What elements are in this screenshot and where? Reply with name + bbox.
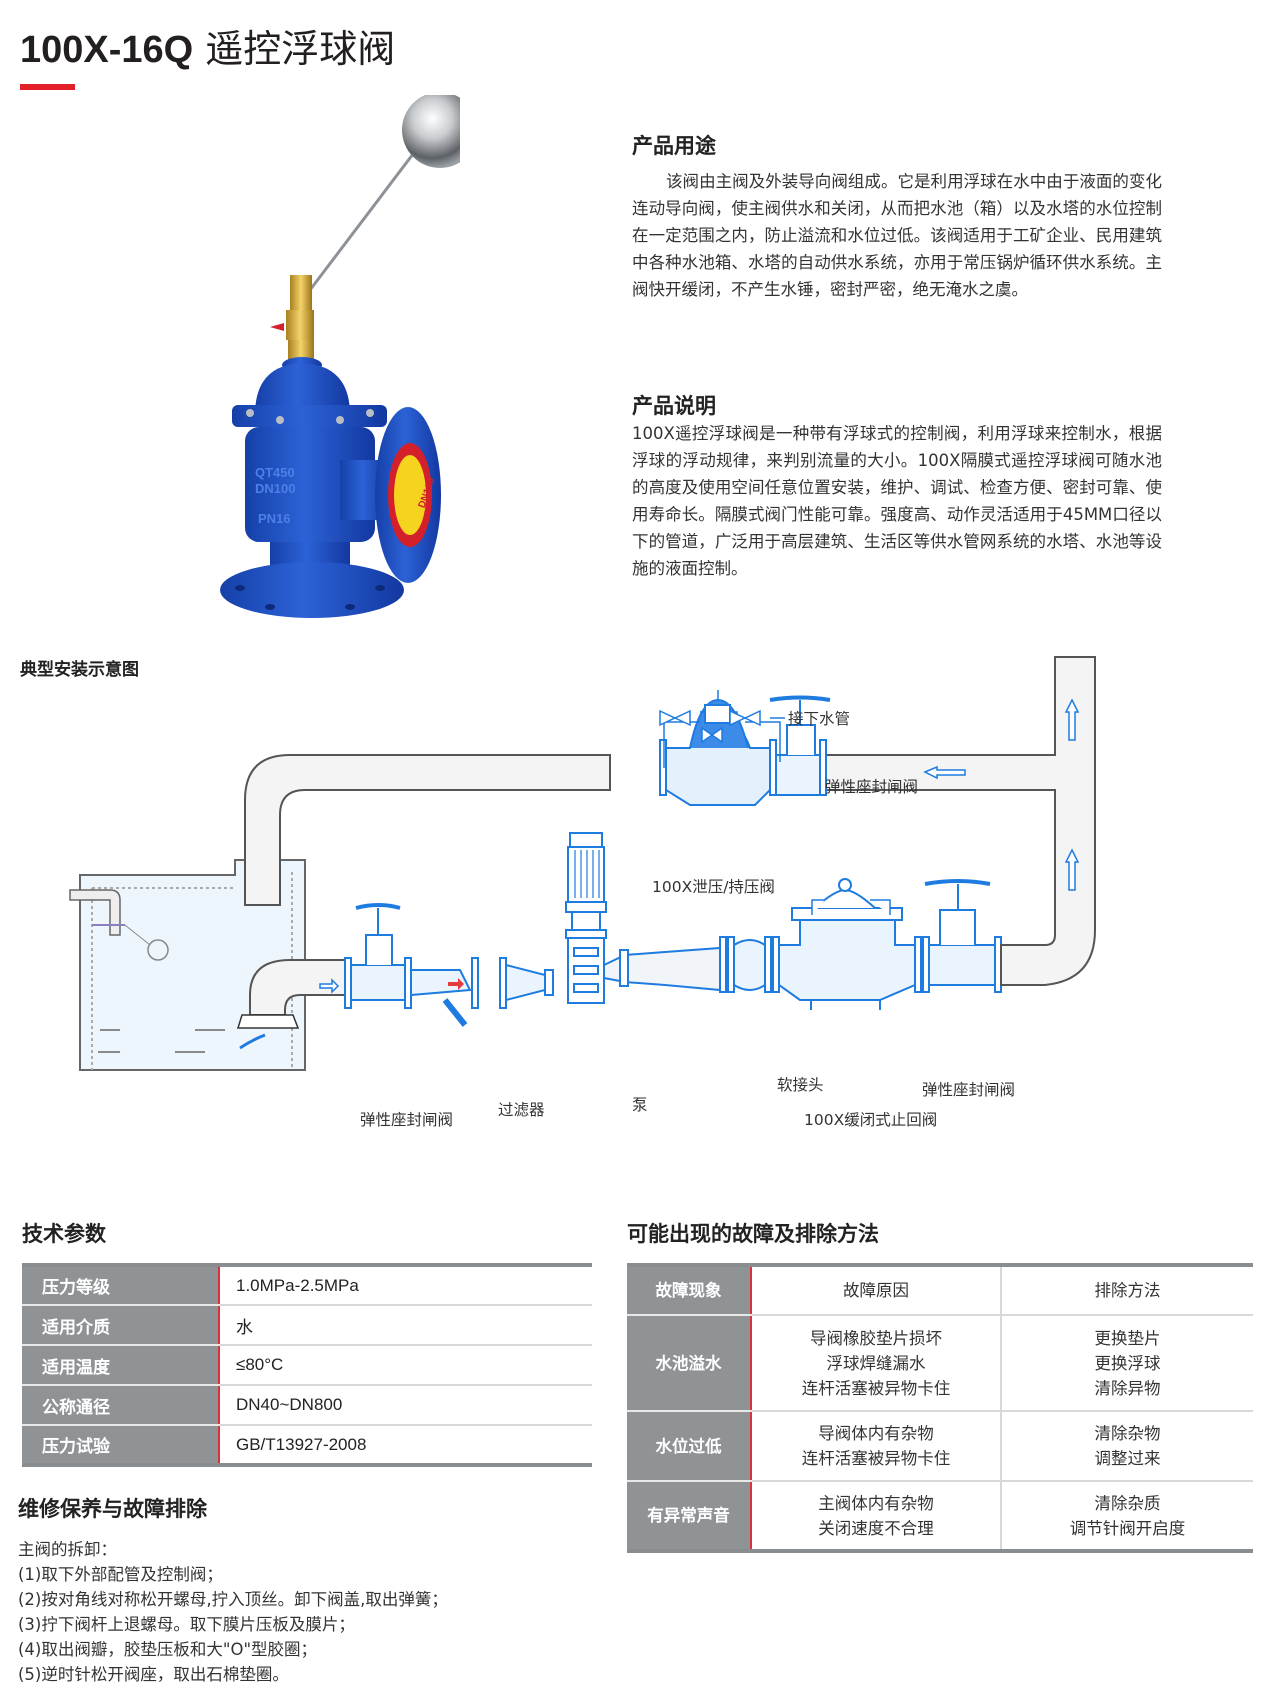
usage-text: 该阀由主阀及外装导向阀组成。它是利用浮球在水中由于液面的变化连动导向阀，使主阀供… (632, 172, 1162, 299)
fault-remedy: 调节针阀开启度 (1069, 1518, 1186, 1538)
product-photo: QT450 DN100 PN16 DN100 (220, 95, 460, 618)
maintenance-steps: 主阀的拆卸： (1)取下外部配管及控制阀； (2)按对角线对称松开螺母,拧入顶丝… (18, 1537, 448, 1687)
fault-remedy: 清除异物 (1094, 1378, 1161, 1398)
fault-cause: 关闭速度不合理 (818, 1518, 934, 1538)
fault-row: 有异常声音 主阀体内有杂物 关闭速度不合理 清除杂质 调节针阀开启度 (627, 1481, 1253, 1551)
fault-cause: 主阀体内有杂物 (818, 1493, 934, 1513)
description-text: 100X遥控浮球阀是一种带有浮球式的控制阀，利用浮球来控制水，根据浮球的浮动规律… (632, 424, 1162, 578)
label-gate-valve-top: 弹性座封闸阀 (825, 778, 919, 796)
usage-heading: 产品用途 (632, 134, 716, 158)
spec-value: 水 (219, 1305, 592, 1346)
fault-cause: 导阀橡胶垫片损坏 (810, 1328, 942, 1348)
label-pump: 泵 (632, 1096, 648, 1114)
label-gate-valve-left: 弹性座封闸阀 (360, 1111, 454, 1129)
spec-value: ≤80°C (219, 1345, 592, 1386)
fault-remedies: 更换垫片 更换浮球 清除异物 (1001, 1315, 1253, 1412)
fault-remedy: 更换垫片 (1094, 1328, 1161, 1348)
column-header-remedy: 排除方法 (1001, 1265, 1253, 1316)
fault-remedies: 清除杂物 调整过来 (1001, 1411, 1253, 1482)
title-accent-bar (20, 84, 75, 90)
maintenance-step: (4)取出阀瓣，胶垫压板和大"O"型胶圈； (18, 1640, 318, 1659)
label-check-valve: 100X缓闭式止回阀 (804, 1111, 938, 1129)
diagram-caption: 典型安装示意图 (20, 660, 139, 680)
column-header-cause: 故障原因 (751, 1265, 1002, 1316)
fault-symptom: 水池溢水 (627, 1315, 752, 1412)
description-heading: 产品说明 (632, 394, 716, 418)
fault-row: 水池溢水 导阀橡胶垫片损坏 浮球焊缝漏水 连杆活塞被异物卡住 更换垫片 更换浮球… (627, 1315, 1253, 1412)
fault-header-row: 故障现象 故障原因 排除方法 (627, 1265, 1253, 1316)
float-ball-icon (402, 95, 460, 168)
fault-causes: 导阀体内有杂物 连杆活塞被异物卡住 (751, 1411, 1002, 1482)
fault-row: 水位过低 导阀体内有杂物 连杆活塞被异物卡住 清除杂物 调整过来 (627, 1411, 1253, 1482)
fault-remedy: 更换浮球 (1094, 1353, 1161, 1373)
svg-text:DN100: DN100 (255, 481, 295, 496)
label-relief-valve: 100X泄压/持压阀 (652, 878, 775, 896)
spec-key: 适用温度 (22, 1345, 220, 1386)
maintenance-step: (5)逆时针松开阀座，取出石棉垫圈。 (18, 1665, 289, 1684)
fault-causes: 导阀橡胶垫片损坏 浮球焊缝漏水 连杆活塞被异物卡住 (751, 1315, 1002, 1412)
riser-pipe (774, 656, 1096, 986)
fault-cause: 连杆活塞被异物卡住 (801, 1449, 951, 1468)
spec-key: 适用介质 (22, 1305, 220, 1346)
fault-causes: 主阀体内有杂物 关闭速度不合理 (751, 1481, 1002, 1551)
label-filter: 过滤器 (498, 1101, 545, 1119)
installation-diagram (69, 656, 1096, 1071)
faults-table: 故障现象 故障原因 排除方法 水池溢水 导阀橡胶垫片损坏 浮球焊缝漏水 连杆活塞… (627, 1263, 1253, 1553)
label-flex-joint: 软接头 (777, 1076, 824, 1094)
spec-row: 压力试验 GB/T13927-2008 (22, 1425, 592, 1465)
column-header-symptom: 故障现象 (627, 1265, 752, 1316)
spec-value: DN40~DN800 (219, 1385, 592, 1426)
svg-text:QT450: QT450 (255, 465, 295, 480)
spec-value: 1.0MPa-2.5MPa (219, 1265, 592, 1306)
spec-key: 压力试验 (22, 1425, 220, 1465)
fault-cause: 连杆活塞被异物卡住 (801, 1378, 951, 1398)
fault-cause: 浮球焊缝漏水 (826, 1353, 926, 1373)
fault-symptom: 有异常声音 (627, 1481, 752, 1551)
fault-remedy: 清除杂质 (1094, 1493, 1161, 1513)
spec-value: GB/T13927-2008 (236, 1434, 367, 1454)
spec-key: 公称通径 (22, 1385, 220, 1426)
fault-remedy: 调整过来 (1094, 1449, 1161, 1468)
fault-remedies: 清除杂质 调节针阀开启度 (1001, 1481, 1253, 1551)
maintenance-step: (3)拧下阀杆上退螺母。取下膜片压板及膜片； (18, 1615, 355, 1634)
spec-key: 压力等级 (22, 1265, 220, 1306)
maintenance-intro: 主阀的拆卸： (18, 1540, 117, 1559)
fault-remedy: 清除杂物 (1094, 1424, 1161, 1443)
spec-row: 适用介质水 (22, 1305, 592, 1346)
svg-text:PN16: PN16 (258, 511, 291, 526)
spec-row: 适用温度≤80°C (22, 1345, 592, 1386)
maintenance-step: (1)取下外部配管及控制阀； (18, 1565, 223, 1584)
faults-heading: 可能出现的故障及排除方法 (627, 1222, 879, 1246)
maintenance-step: (2)按对角线对称松开螺母,拧入顶丝。卸下阀盖,取出弹簧； (18, 1590, 448, 1609)
maintenance-heading: 维修保养与故障排除 (18, 1497, 207, 1521)
fault-cause: 导阀体内有杂物 (818, 1424, 934, 1443)
specs-heading: 技术参数 (22, 1222, 106, 1246)
label-gate-valve-right: 弹性座封闸阀 (922, 1081, 1016, 1099)
label-drain-pipe: 接下水管 (788, 710, 851, 728)
model-number: 100X-16Q (20, 29, 194, 71)
page-title: 100X-16Q 遥控浮球阀 (20, 18, 395, 73)
return-pipe (244, 754, 611, 906)
fault-symptom: 水位过低 (627, 1411, 752, 1482)
product-name: 遥控浮球阀 (205, 27, 396, 71)
